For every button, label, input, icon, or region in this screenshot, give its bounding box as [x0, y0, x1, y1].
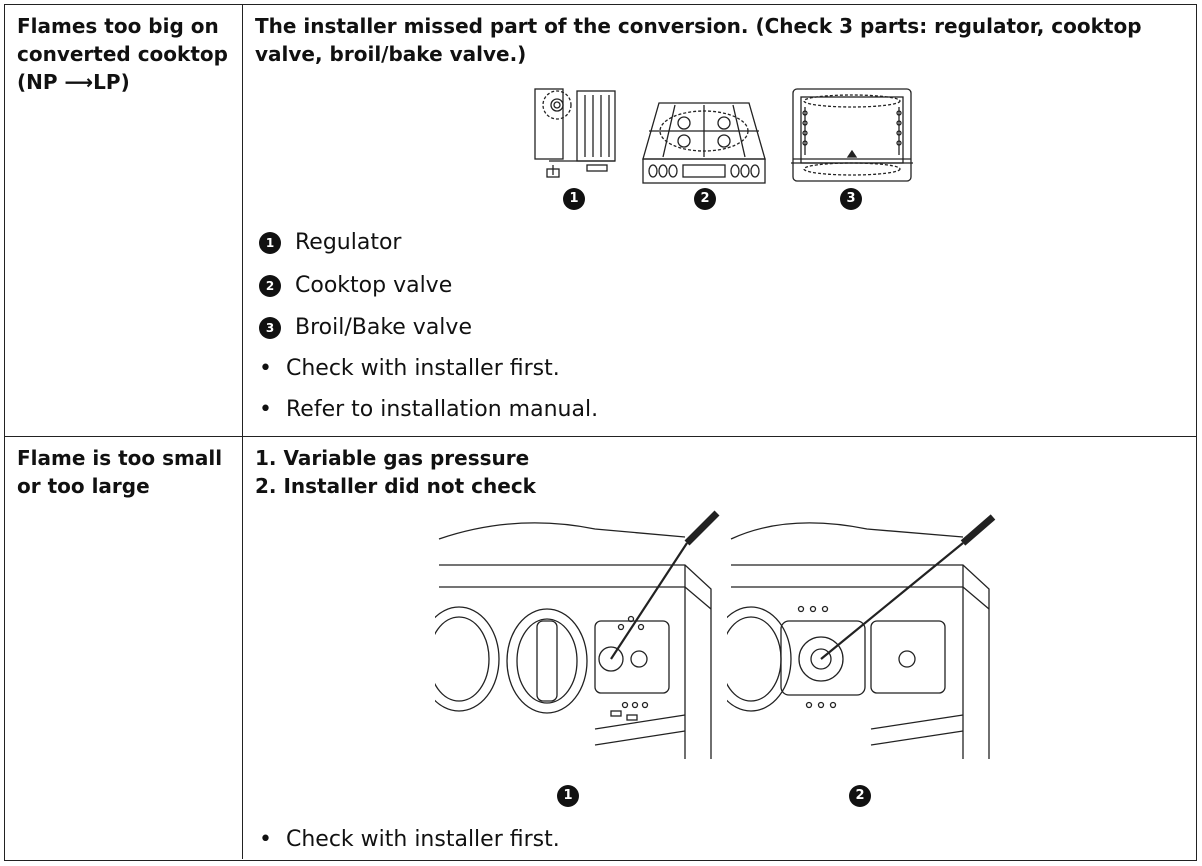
- cause-cell: 1. Variable gas pressure 2. Installer di…: [243, 437, 1196, 859]
- bullet-item: Refer to installation manual.: [259, 397, 598, 422]
- callout-1: 1: [557, 785, 579, 807]
- cause-cell: The installer missed part of the convers…: [243, 5, 1196, 436]
- legend-number: 3: [259, 316, 281, 339]
- troubleshooting-table: Flames too big on converted cooktop (NP …: [4, 4, 1197, 861]
- cooktop-illustration: [642, 102, 766, 184]
- symptom-text: Flames too big on converted cooktop (NP …: [17, 14, 228, 94]
- symptom-text: Flame is too small or too large: [17, 446, 223, 498]
- callout-2: 2: [849, 785, 871, 807]
- legend-number: 2: [259, 274, 281, 297]
- legend-number: 1: [259, 231, 281, 254]
- cause-line: 1. Variable gas pressure: [255, 446, 530, 470]
- table-row: Flame is too small or too large 1. Varia…: [5, 437, 1196, 859]
- regulator-illustration: [534, 88, 616, 178]
- oven-illustration: [791, 88, 913, 182]
- legend-label: Regulator: [295, 230, 402, 255]
- legend-item: 3 Broil/Bake valve: [259, 315, 472, 340]
- valve-adjust-illustration-2: [727, 514, 996, 759]
- table-row: Flames too big on converted cooktop (NP …: [5, 5, 1196, 437]
- legend-item: 2 Cooktop valve: [259, 273, 452, 298]
- cause-line: 2. Installer did not check: [255, 474, 536, 498]
- legend-label: Broil/Bake valve: [295, 315, 472, 340]
- legend-item: 1 Regulator: [259, 230, 401, 255]
- callout-2: 2: [694, 188, 716, 210]
- callout-1: 1: [563, 188, 585, 210]
- bullet-item: Check with installer first.: [259, 827, 560, 852]
- legend-label: Cooktop valve: [295, 273, 453, 298]
- symptom-cell: Flame is too small or too large: [5, 437, 243, 859]
- bullet-item: Check with installer first.: [259, 356, 560, 381]
- valve-adjust-illustration-1: [435, 510, 720, 759]
- cause-text: The installer missed part of the convers…: [255, 14, 1142, 66]
- symptom-cell: Flames too big on converted cooktop (NP …: [5, 5, 243, 436]
- callout-3: 3: [840, 188, 862, 210]
